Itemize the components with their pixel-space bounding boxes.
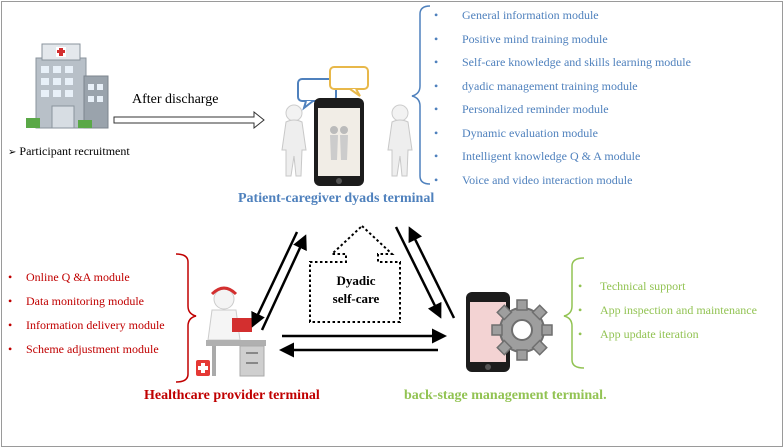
phone-gear-icon: [466, 292, 553, 372]
arrow-provider-to-patient: [260, 234, 307, 331]
after-discharge-label: After discharge: [132, 92, 219, 107]
backstage-terminal-title: back-stage management terminal.: [404, 388, 607, 403]
list-item: •Personalized reminder module: [434, 102, 609, 116]
list-item: •Positive mind training module: [434, 31, 608, 46]
arrow-patient-to-provider: [251, 231, 299, 328]
bullet-icon: •: [8, 342, 13, 356]
list-item: •App inspection and maintenance: [578, 303, 757, 317]
arrow-patient-to-backstage: [394, 226, 442, 319]
dyadic-selfcare-arrow: [309, 224, 401, 323]
dyadic-selfcare-label: Dyadic self-care: [320, 272, 392, 308]
list-item: •Scheme adjustment module: [8, 342, 159, 356]
participant-recruitment: ➢ Participant recruitment: [8, 145, 130, 158]
bullet-icon: •: [434, 125, 439, 140]
list-item: •Information delivery module: [8, 318, 165, 332]
bullet-icon: •: [8, 318, 13, 332]
patient-terminal-title: Patient-caregiver dyads terminal: [238, 191, 435, 206]
list-item: •Self-care knowledge and skills learning…: [434, 55, 691, 69]
bullet-icon: •: [434, 172, 439, 187]
bullet-icon: •: [578, 327, 583, 341]
bullet-icon: •: [434, 78, 439, 93]
bullet-icon: •: [434, 149, 439, 163]
doctor-illustration: [196, 286, 266, 377]
bullet-icon: •: [8, 270, 13, 284]
list-item: •dyadic management training module: [434, 78, 638, 93]
bullet-icon: •: [578, 303, 583, 317]
patient-modules-list: •General information module •Positive mi…: [434, 8, 691, 196]
backstage-modules-list: •Technical support •App inspection and m…: [578, 279, 757, 351]
dyadic-label: Dyadic: [336, 273, 376, 288]
bullet-icon: •: [434, 102, 439, 116]
list-item: •Dynamic evaluation module: [434, 125, 598, 140]
bullet-icon: •: [434, 8, 439, 22]
list-item: •Data monitoring module: [8, 294, 144, 308]
list-item: •Technical support: [578, 279, 686, 293]
patient-modules-bracket: [411, 5, 431, 185]
backstage-modules-bracket: [563, 257, 585, 369]
bullet-icon: •: [578, 279, 583, 293]
provider-modules-list: •Online Q &A module •Data monitoring mod…: [8, 270, 165, 366]
patient-caregiver-illustration: [281, 66, 413, 186]
arrow-bullet-icon: ➢: [8, 147, 17, 158]
list-item: •App update iteration: [578, 327, 699, 341]
hospital-icon: [26, 43, 109, 129]
bullet-icon: •: [434, 31, 439, 46]
selfcare-label: self-care: [332, 291, 380, 306]
provider-modules-bracket: [175, 253, 197, 383]
bullet-icon: •: [434, 55, 439, 69]
list-item: •Intelligent knowledge Q & A module: [434, 149, 641, 163]
list-item: •Online Q &A module: [8, 270, 130, 284]
list-item: •Voice and video interaction module: [434, 172, 633, 187]
participant-recruitment-label: Participant recruitment: [19, 144, 130, 158]
arrow-backstage-to-patient: [408, 226, 456, 319]
bullet-icon: •: [8, 294, 13, 308]
provider-terminal-title: Healthcare provider terminal: [144, 388, 320, 403]
list-item: •General information module: [434, 8, 599, 22]
after-discharge-arrow: [113, 110, 265, 130]
